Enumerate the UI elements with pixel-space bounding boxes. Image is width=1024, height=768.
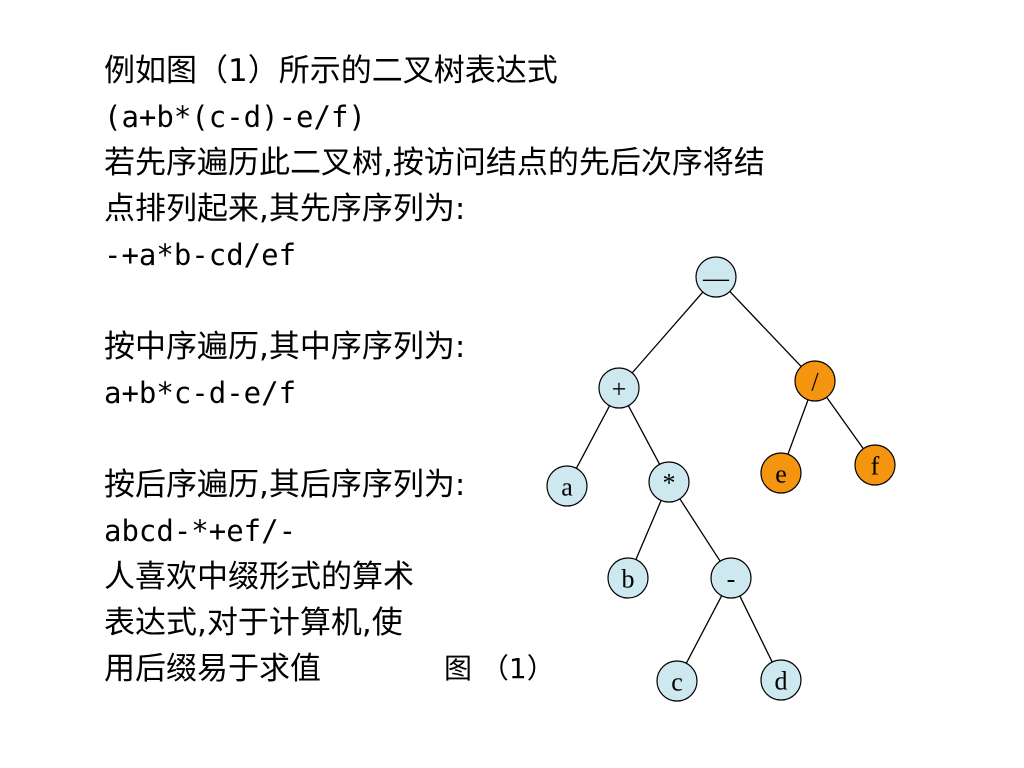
figure-caption: 图 （1）	[444, 652, 555, 685]
text-line: 若先序遍历此二叉树,按访问结点的先后次序将结	[104, 145, 765, 181]
blank-line	[104, 278, 984, 324]
explanation-text: 例如图（1）所示的二叉树表达式 (a+b*(c-d)-e/f) 若先序遍历此二叉树,…	[104, 48, 984, 692]
text-line: 点排列起来,其先序序列为:	[104, 191, 466, 227]
text-line: 表达式,对于计算机,使	[104, 605, 403, 641]
text-line: 按后序遍历,其后序序列为:	[104, 467, 466, 503]
text-line: a+b*c-d-e/f	[104, 376, 297, 410]
text-lines: 例如图（1）所示的二叉树表达式 (a+b*(c-d)-e/f) 若先序遍历此二叉树,…	[104, 48, 984, 646]
text-line-last-text: 用后缀易于求值	[104, 651, 321, 687]
text-line: -+a*b-cd/ef	[104, 238, 297, 272]
text-line: 按中序遍历,其中序序列为:	[104, 329, 466, 365]
blank-line	[104, 416, 984, 462]
text-line: 例如图（1）所示的二叉树表达式	[104, 53, 558, 89]
text-line: 人喜欢中缀形式的算术	[104, 559, 414, 595]
text-line: abcd-*+ef/-	[104, 514, 297, 548]
text-line-last: 用后缀易于求值 图 （1）	[104, 646, 984, 692]
text-line: (a+b*(c-d)-e/f)	[104, 100, 366, 134]
